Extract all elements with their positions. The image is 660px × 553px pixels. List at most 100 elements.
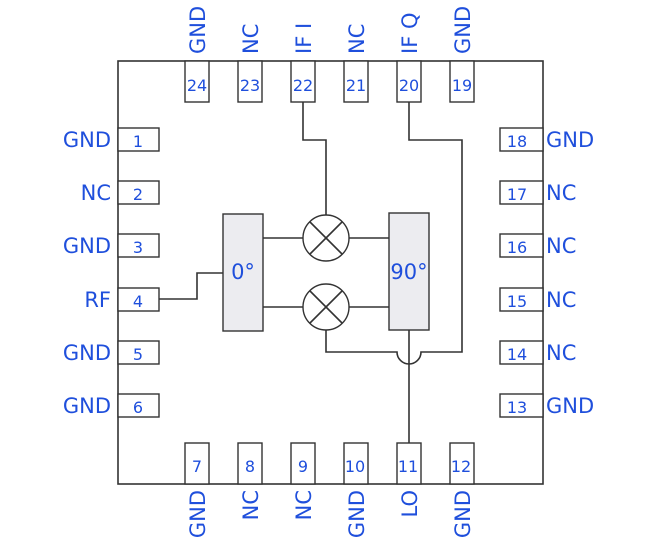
pin-number: 11 xyxy=(398,457,418,476)
pin-label: RF xyxy=(84,288,111,312)
pin-label: LO xyxy=(398,490,422,517)
pin-pad xyxy=(290,442,316,485)
pin-label: NC xyxy=(345,24,369,54)
pin-7: 7 GND xyxy=(184,442,210,538)
hybrid-label: 90° xyxy=(390,260,427,284)
pin-20: 20 IF Q xyxy=(396,13,422,103)
wire-if-q xyxy=(325,102,463,365)
splitter-label: 0° xyxy=(231,260,255,284)
pin-19: 19 GND xyxy=(449,6,475,103)
pin-number: 7 xyxy=(192,457,202,476)
hybrid-90-deg: 90° xyxy=(388,212,430,331)
pin-2: 2 NC xyxy=(81,180,160,205)
wire-if-i xyxy=(302,102,327,215)
pin-number: 16 xyxy=(507,238,527,257)
pin-label: GND xyxy=(546,394,594,418)
pin-number: 12 xyxy=(451,457,471,476)
pin-pad xyxy=(117,127,160,152)
pin-pad xyxy=(117,393,160,418)
pin-number: 18 xyxy=(507,132,527,151)
splitter-block xyxy=(222,213,264,332)
pin-11: 11 LO xyxy=(396,442,422,517)
pin-12: 12 GND xyxy=(449,442,475,538)
pin-number: 19 xyxy=(452,76,472,95)
pin-label: GND xyxy=(451,490,475,538)
pin-pad xyxy=(343,442,369,485)
pin-number: 3 xyxy=(133,238,143,257)
pin-pad xyxy=(499,393,544,418)
pin-number: 4 xyxy=(133,292,143,311)
pin-number: 21 xyxy=(346,76,366,95)
pin-5: 5 GND xyxy=(63,340,160,365)
pin-pad xyxy=(449,60,475,103)
pin-17: 17 NC xyxy=(499,180,576,205)
pin-label: NC xyxy=(546,288,576,312)
pin-label: NC xyxy=(546,181,576,205)
pin-number: 17 xyxy=(507,185,527,204)
pin-15: 15 NC xyxy=(499,287,576,312)
pin-label: GND xyxy=(63,234,111,258)
pin-pad xyxy=(184,442,210,485)
pin-16: 16 NC xyxy=(499,233,576,258)
pin-23: 23 NC xyxy=(237,24,263,103)
pin-14: 14 NC xyxy=(499,340,576,365)
pin-label: GND xyxy=(186,6,210,54)
pin-pad xyxy=(184,60,210,103)
pin-pad xyxy=(396,442,422,485)
pin-pad xyxy=(237,60,263,103)
pin-number: 1 xyxy=(133,132,143,151)
pin-label: GND xyxy=(451,6,475,54)
pin-pad xyxy=(499,233,544,258)
pin-pad xyxy=(117,340,160,365)
pin-pad xyxy=(290,60,316,103)
pin-pad xyxy=(343,60,369,103)
pin-number: 14 xyxy=(507,345,527,364)
pin-pad xyxy=(117,233,160,258)
pin-21: 21 NC xyxy=(343,24,369,103)
pin-label: IF Q xyxy=(398,13,422,54)
pin-13: 13 GND xyxy=(499,393,594,418)
pin-pad xyxy=(499,287,544,312)
pin-number: 8 xyxy=(245,457,255,476)
pin-label: NC xyxy=(546,341,576,365)
pin-pad xyxy=(499,180,544,205)
pin-6: 6 GND xyxy=(63,393,160,418)
pin-label: GND xyxy=(546,128,594,152)
pin-label: NC xyxy=(546,234,576,258)
pin-pad xyxy=(499,127,544,152)
pin-number: 15 xyxy=(507,292,527,311)
mixer-i-icon xyxy=(302,214,350,262)
pin-number: 5 xyxy=(133,345,143,364)
pin-number: 2 xyxy=(133,185,143,204)
pin-label: GND xyxy=(63,128,111,152)
pin-label: GND xyxy=(345,490,369,538)
pin-pad xyxy=(117,180,160,205)
pin-label: NC xyxy=(239,24,263,54)
pin-label: GND xyxy=(63,394,111,418)
pin-pad xyxy=(499,340,544,365)
pin-number: 9 xyxy=(298,457,308,476)
pin-label: NC xyxy=(239,490,263,520)
mixer-q-icon xyxy=(302,283,350,331)
pin-label: NC xyxy=(81,181,111,205)
splitter-0-deg: 0° xyxy=(222,213,264,332)
pin-number: 22 xyxy=(293,76,313,95)
pin-label: GND xyxy=(63,341,111,365)
pin-pad xyxy=(237,442,263,485)
pin-1: 1 GND xyxy=(63,127,160,152)
pin-label: NC xyxy=(292,490,316,520)
pin-number: 20 xyxy=(399,76,419,95)
hybrid-block xyxy=(388,212,430,331)
pin-18: 18 GND xyxy=(499,127,594,152)
pin-24: 24 GND xyxy=(184,6,210,103)
wire-rf-to-splitter xyxy=(159,272,223,300)
pin-8: 8 NC xyxy=(237,442,263,520)
pin-number: 13 xyxy=(507,398,527,417)
pin-22: 22 IF I xyxy=(290,23,316,103)
pin-label: GND xyxy=(186,490,210,538)
pin-pad xyxy=(449,442,475,485)
pin-number: 10 xyxy=(345,457,365,476)
pin-10: 10 GND xyxy=(343,442,369,538)
package-outline xyxy=(117,60,544,485)
